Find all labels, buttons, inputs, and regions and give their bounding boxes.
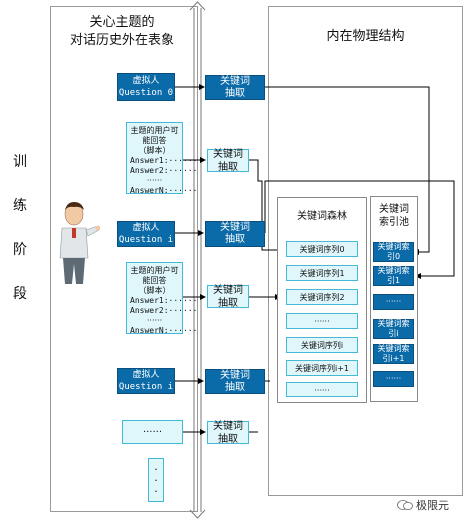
keyword-index-ellipsis-2: ······ [373,371,414,387]
keyword-index-0: 关键词索引0 [373,242,414,262]
keyword-index-1: 关键词索引1 [373,266,414,286]
keyword-seq-i-plus-1: 关键词序列i+1 [286,360,358,376]
keyword-index-pool-title: 关键词索引池 [379,204,409,228]
keyword-seq-2: 关键词序列2 [286,289,358,305]
keyword-extract-box-3: 关键词抽取 [207,285,249,309]
keyword-seq-ellipsis-2: ······ [286,382,358,397]
answer-script-box-2: 主题的用户可 能回答 （脚本） Answer1:······ Answer2:·… [126,262,197,335]
keyword-extract-box-1: 关键词抽取 [207,149,249,173]
keyword-seq-ellipsis-1: ······ [286,313,358,329]
watermark: 极限元 [397,496,467,514]
keyword-extract-box-2: 关键词抽取 [205,221,265,247]
keyword-seq-1: 关键词序列1 [286,265,358,281]
answer-script-box-1: 主题的用户可 能回答 （脚本） Answer1:······ Answer2:·… [126,122,197,195]
watermark-logo-icon [397,500,413,510]
keyword-index-i-plus-1: 关键词索引i+1 [373,344,414,364]
keyword-index-ellipsis-1: ······ [373,294,414,310]
dots-box: ··· [148,458,164,502]
left-panel-title: 关心主题的 对话历史外在表象 [69,15,174,48]
keyword-index-i: 关键词索引i [373,319,414,339]
person-illustration [59,202,100,284]
keyword-extract-box-4: 关键词抽取 [205,369,265,394]
ellipsis-box: ······ [122,420,183,444]
keyword-extract-box-5: 关键词抽取 [207,421,249,445]
keyword-forest-title: 关键词森林 [297,211,347,222]
keyword-seq-0: 关键词序列0 [286,241,358,257]
keyword-extract-box-0: 关键词抽取 [205,75,265,100]
right-panel-title: 内在物理结构 [326,29,405,44]
watermark-text: 极限元 [416,499,449,512]
stage-label: 训 练 阶 段 [13,154,27,302]
keyword-seq-i: 关键词序列i [286,337,358,353]
